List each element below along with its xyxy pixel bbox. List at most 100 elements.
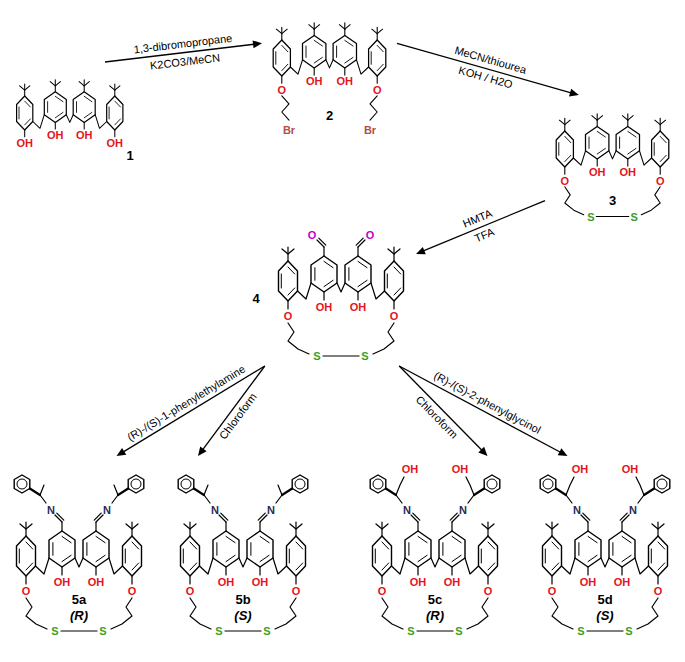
bond [273,558,287,574]
bond [36,558,50,574]
bond [289,549,290,563]
bond [225,630,261,631]
bond [358,240,365,247]
bond [55,112,63,117]
bond [381,529,382,536]
bond [295,529,296,536]
atom-label: S [361,350,368,362]
bond [601,558,609,567]
bond [221,513,228,520]
bond [597,120,598,126]
bond [357,247,358,256]
bond [219,515,226,522]
bond [371,52,372,65]
bond [109,558,123,574]
bond [314,40,322,46]
bond [638,495,644,503]
arrowhead [253,40,262,48]
bond [622,515,629,522]
bond [40,485,44,495]
bond [552,563,559,570]
bond [396,477,404,495]
bond [259,567,260,575]
bond [481,549,482,563]
compound: NNOOHOHOSS5b(S) [168,456,318,640]
bond [25,522,26,529]
bond [393,301,394,309]
bond [61,630,97,631]
bond [314,57,322,63]
bond [84,80,85,86]
bond [356,238,363,245]
bond [314,268,315,281]
compound-number: 3 [609,193,616,208]
bond [282,489,292,496]
bond [190,542,197,549]
bond [247,531,273,567]
bond [418,555,427,561]
atom-label: O [22,585,31,597]
bond [621,522,622,531]
bond [431,558,439,567]
atom-label: OH [252,576,269,588]
bond [14,475,30,493]
atom-label: OH [218,576,235,588]
condition-label: Chloroform [413,393,460,441]
bond [596,216,628,217]
atom-label: O [308,229,317,241]
bond [658,542,665,549]
bond [213,531,239,567]
bond [317,240,324,247]
bond [474,489,484,496]
bond [311,256,337,292]
bond [377,64,383,70]
bond [333,36,356,68]
bond [628,148,636,154]
bond [651,549,652,563]
atom-label: OH [306,75,323,87]
bond [66,115,73,123]
bond [200,558,214,574]
bond [620,513,627,520]
atom-label: OH [350,301,367,313]
bond [131,522,132,529]
bond [111,598,132,629]
bond [540,475,556,493]
bond [275,598,296,629]
bond [566,495,572,503]
bond [373,323,394,354]
bond [49,531,75,567]
bond [324,261,333,267]
bond [128,475,144,493]
bond [484,475,500,493]
bond [377,27,378,33]
bond [239,558,247,567]
bond [640,151,652,165]
bond [358,261,367,267]
reaction-arrow [416,201,545,255]
bond [96,536,105,542]
bond [26,598,47,629]
bond [641,187,660,215]
atom-label: OH [614,576,631,588]
bond [573,151,585,165]
bond [439,531,465,567]
compound: OHOHNNOOHOHOSS5d(S) [530,456,680,640]
bond [55,96,63,101]
bond [564,118,565,124]
bond [649,536,668,576]
bond [627,114,628,120]
bond [132,542,139,549]
atom-label: O [548,585,557,597]
bond [281,76,282,83]
atom-label: S [577,625,584,637]
bond [612,543,613,556]
bond [583,513,590,520]
bond [387,274,388,288]
bond [84,96,92,101]
bond [581,515,588,522]
bond [442,543,443,556]
bond [61,567,62,575]
compound-number: 5c [428,592,442,607]
